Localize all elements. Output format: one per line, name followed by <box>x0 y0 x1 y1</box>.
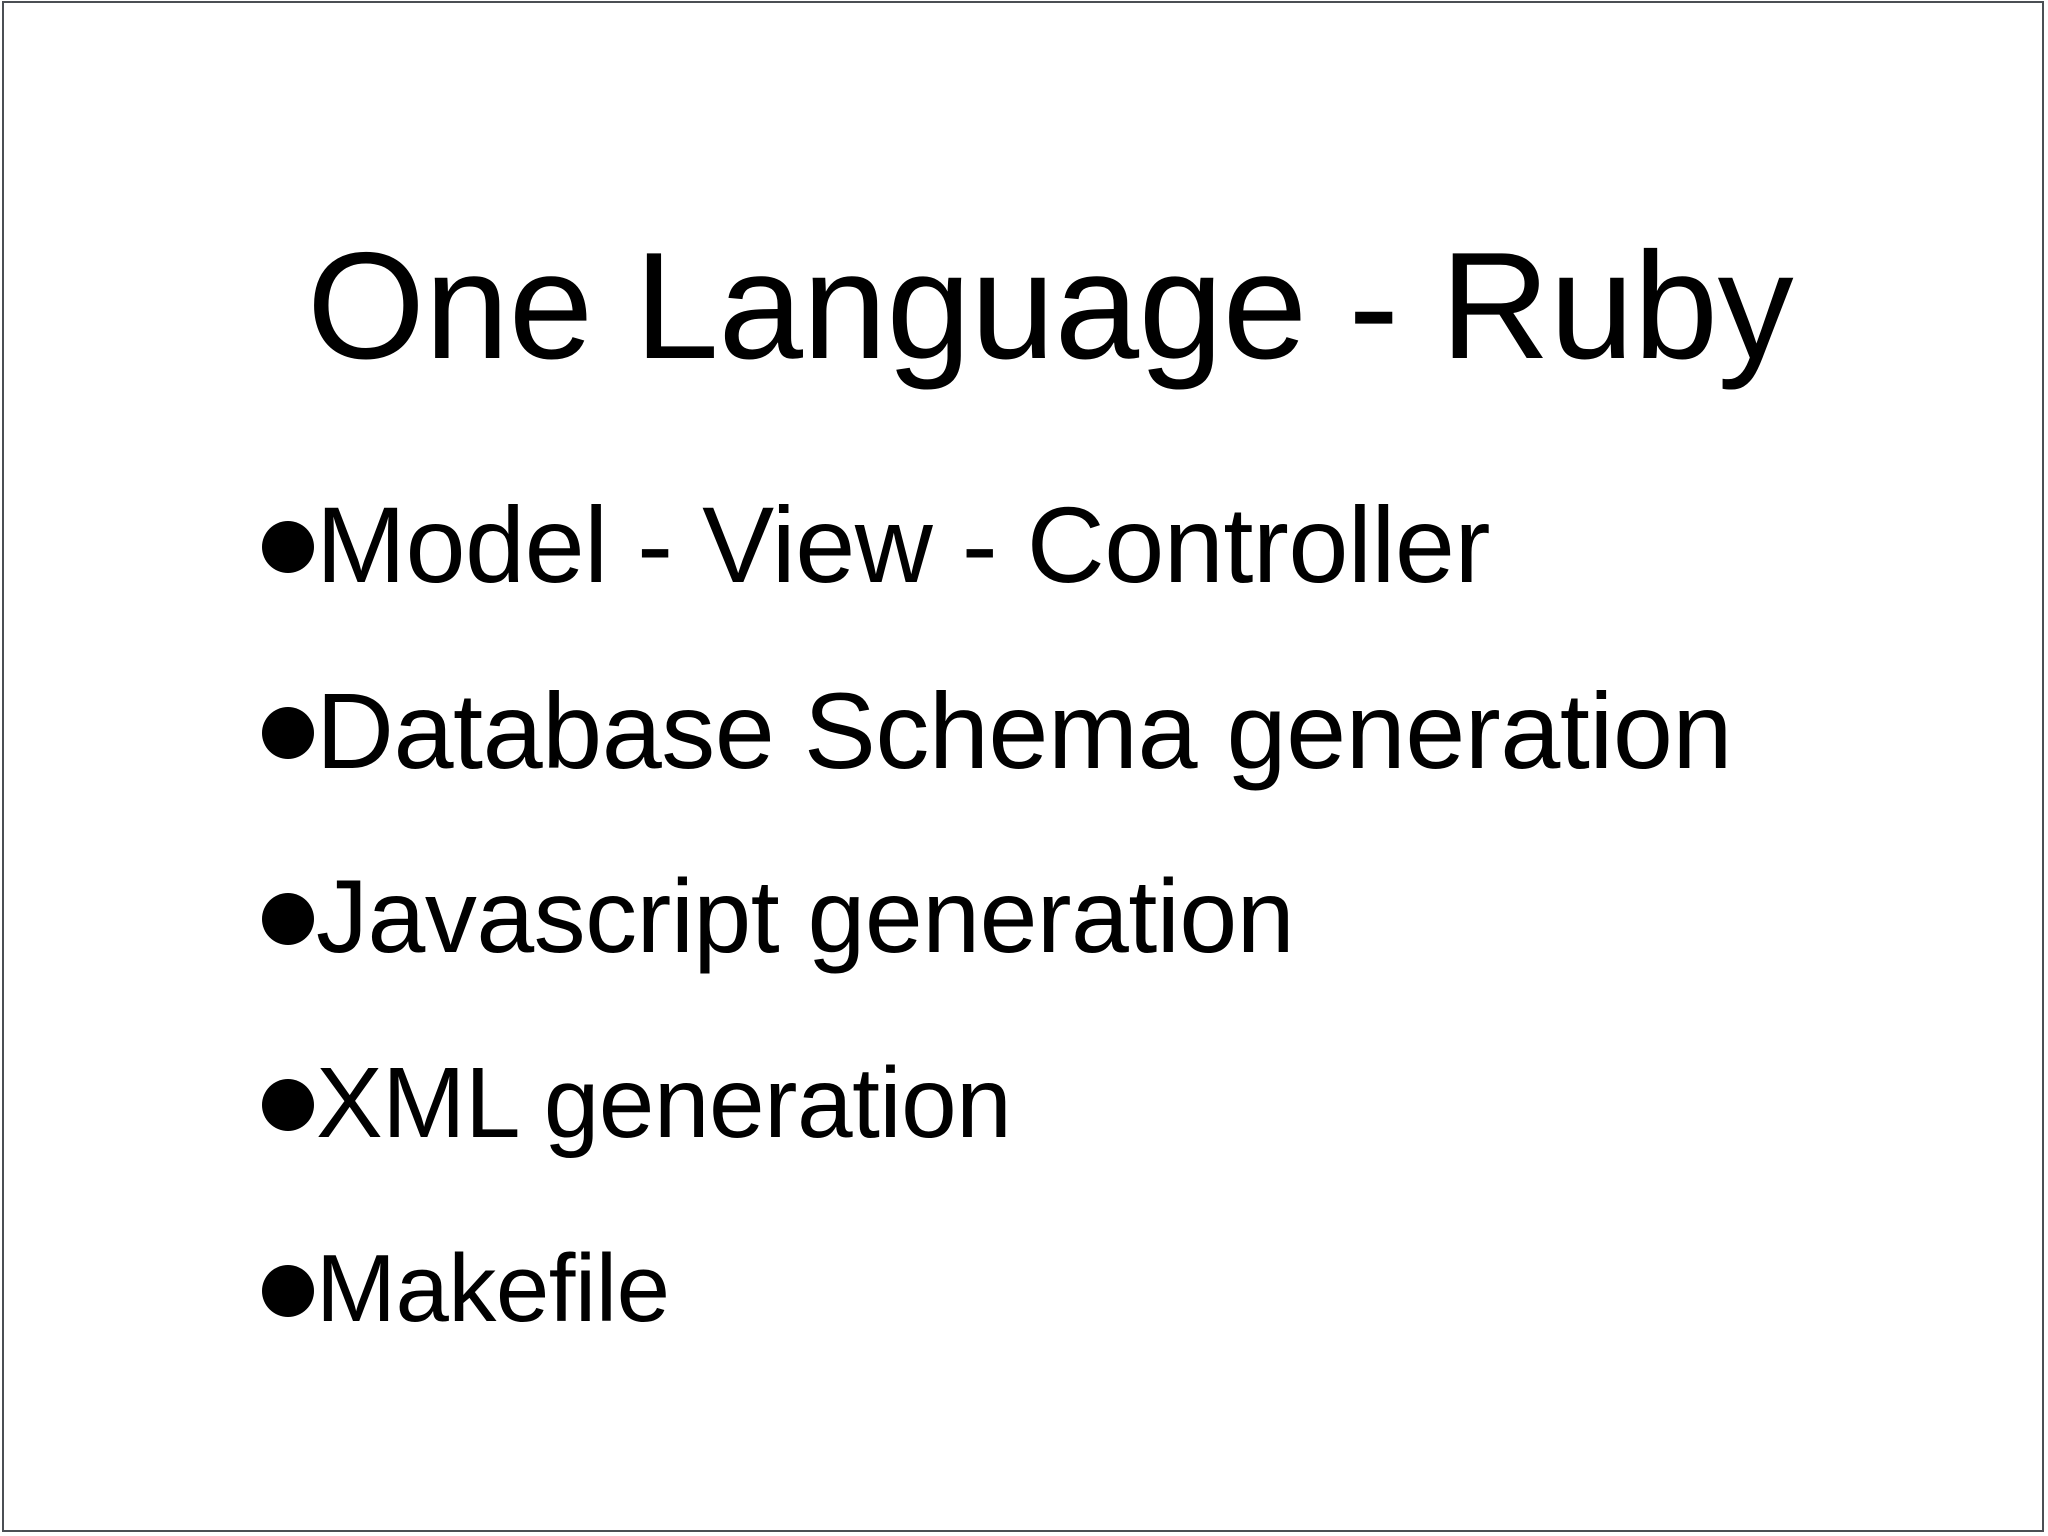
bullet-list: Model - View - Controller Database Schem… <box>262 452 2002 1382</box>
list-item: Makefile <box>262 1196 2002 1382</box>
list-item: Database Schema generation <box>262 638 2002 824</box>
list-item: Model - View - Controller <box>262 452 2002 638</box>
bullet-dot-icon <box>262 521 314 573</box>
bullet-dot-icon <box>262 1079 314 1131</box>
list-item-label: XML generation <box>316 1047 1012 1159</box>
slide-title: One Language - Ruby <box>306 220 1794 391</box>
list-item: XML generation <box>262 1010 2002 1196</box>
list-item-label: Makefile <box>316 1235 670 1342</box>
list-item: Javascript generation <box>262 824 2002 1010</box>
list-item-label: Database Schema generation <box>316 670 1732 791</box>
list-item-label: Javascript generation <box>316 859 1295 975</box>
bullet-dot-icon <box>262 893 314 945</box>
bullet-dot-icon <box>262 1265 314 1317</box>
list-item-label: Model - View - Controller <box>316 484 1490 605</box>
bullet-dot-icon <box>262 707 314 759</box>
